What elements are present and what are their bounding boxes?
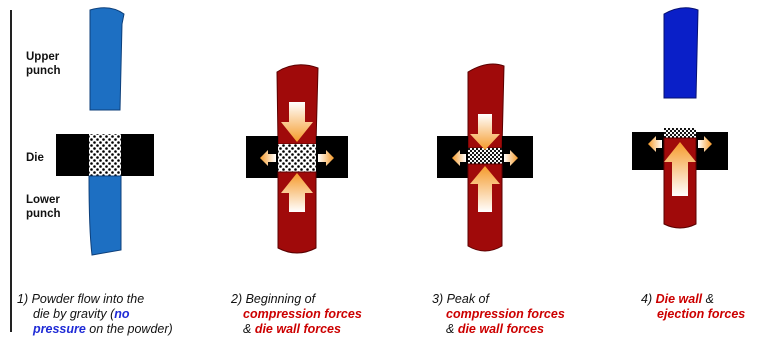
caption-step2: 2) Beginning of compression forces & die… — [231, 292, 362, 336]
up-arrow-step3 — [470, 166, 500, 212]
powder-step4 — [664, 128, 696, 138]
step1-diagram — [56, 7, 154, 256]
die-left-block-step4 — [632, 132, 664, 170]
left-arrow-step2 — [260, 150, 276, 166]
caption-step3: 3) Peak of compression forces & die wall… — [432, 292, 565, 336]
down-arrow-step3 — [470, 114, 500, 150]
right-arrow-step2 — [318, 150, 334, 166]
powder-step1 — [89, 134, 121, 176]
left-arrow-step3 — [452, 150, 466, 166]
compaction-diagram — [56, 7, 728, 256]
die-right-block-step4 — [696, 132, 728, 170]
step2-diagram — [246, 64, 348, 254]
powder-step2 — [278, 144, 316, 172]
die-right-block-step1 — [121, 134, 154, 176]
up-arrow-step4 — [664, 142, 696, 196]
die-left-block-step1 — [56, 134, 89, 176]
powder-step3 — [468, 148, 502, 164]
upper-punch-step1 — [89, 7, 125, 111]
down-arrow-step2 — [281, 102, 313, 142]
upper-punch-step3 — [467, 63, 505, 149]
up-arrow-step2 — [281, 173, 313, 212]
left-arrow-step4 — [648, 136, 662, 152]
step4-diagram — [632, 7, 728, 229]
lower-punch-step1 — [88, 175, 122, 256]
right-arrow-step3 — [504, 150, 518, 166]
upper-punch-step4 — [663, 7, 699, 99]
caption-step4: 4) Die wall & ejection forces — [641, 292, 746, 321]
step3-diagram — [437, 63, 533, 252]
caption-step1: 1) Powder flow into the die by gravity (… — [17, 292, 173, 336]
right-arrow-step4 — [698, 136, 712, 152]
die-label: Die — [26, 152, 44, 164]
left-border-line — [10, 10, 12, 332]
